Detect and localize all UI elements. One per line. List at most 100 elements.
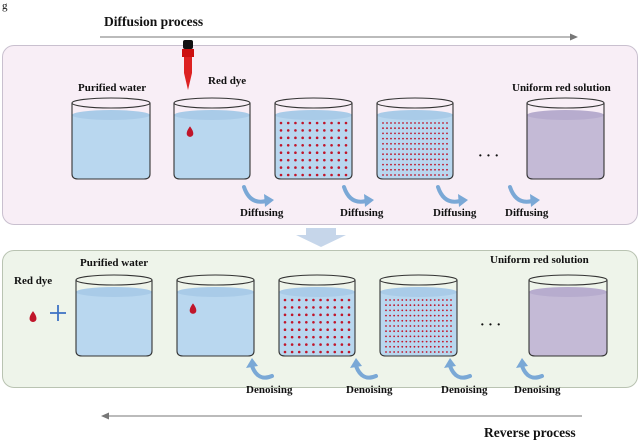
- dye-particle: [430, 174, 432, 176]
- dropper-body: [182, 49, 194, 57]
- dye-particle: [389, 304, 391, 307]
- dye-particle: [406, 153, 408, 156]
- dye-particle: [394, 142, 396, 145]
- dye-particle: [279, 173, 283, 177]
- dye-particle: [347, 298, 351, 302]
- denoising-arrow-2-head: [350, 358, 362, 368]
- dye-particle: [398, 168, 400, 171]
- bottom-beaker-purified-rim: [75, 274, 153, 286]
- dye-particle: [422, 168, 424, 171]
- dye-particle: [340, 320, 344, 324]
- dye-particle: [409, 330, 412, 333]
- dye-particle: [446, 168, 448, 171]
- dye-particle: [386, 142, 388, 145]
- dye-particle: [340, 298, 344, 302]
- dye-particle: [382, 127, 384, 130]
- dye-particle: [402, 148, 404, 150]
- dye-particle: [418, 174, 420, 176]
- dye-particle: [406, 163, 408, 166]
- reverse-process-title: Reverse process: [484, 425, 576, 440]
- dye-particle: [450, 340, 452, 343]
- dye-particle: [414, 137, 416, 140]
- dye-particle: [393, 304, 396, 307]
- dye-particle: [442, 174, 444, 176]
- dye-particle: [413, 345, 416, 348]
- dye-particle: [433, 299, 436, 301]
- dye-particle: [279, 151, 283, 155]
- dye-particle: [414, 132, 416, 135]
- dye-particle: [450, 309, 452, 312]
- dye-particle: [450, 330, 452, 333]
- figure-label: g: [2, 0, 8, 12]
- dye-particle: [446, 319, 448, 322]
- top-beaker-diffusing-1-glass: [274, 103, 353, 180]
- dye-particle: [398, 132, 400, 135]
- dye-particle: [312, 335, 315, 339]
- dye-particle: [301, 151, 304, 155]
- dye-particle: [441, 351, 444, 353]
- dye-particle: [323, 143, 326, 147]
- dye-particle: [337, 151, 341, 155]
- dye-particle: [410, 142, 412, 145]
- dye-particle: [422, 132, 424, 135]
- top-beaker-drop-surface: [174, 110, 250, 120]
- dye-particle: [394, 122, 396, 124]
- dye-particle: [347, 350, 351, 354]
- dye-particle: [389, 345, 391, 348]
- bottom-beaker-uniform-surface-tint: [529, 287, 607, 297]
- dye-particle: [450, 345, 452, 348]
- dye-particle: [315, 158, 319, 162]
- dye-particle: [323, 136, 326, 140]
- dye-particle: [333, 350, 337, 354]
- bottom-beaker-denoising-2-rim: [379, 274, 458, 286]
- dye-particle: [417, 304, 420, 307]
- dye-particle: [421, 340, 424, 343]
- dye-particle: [386, 122, 388, 124]
- diffusion-direction-arrow: [100, 33, 578, 41]
- dye-particle: [401, 319, 404, 322]
- dye-particle: [340, 343, 344, 346]
- dye-particle: [315, 173, 319, 177]
- dye-drop-icon: [189, 303, 197, 314]
- dye-particle: [437, 345, 440, 348]
- denoising-label-3: Denoising: [441, 384, 488, 396]
- dye-particle: [446, 132, 448, 135]
- top-beaker-purified-surface: [72, 110, 150, 120]
- dye-particle: [347, 320, 351, 324]
- dye-particle: [290, 313, 294, 317]
- bottom-beaker-drop-surface: [177, 287, 254, 297]
- dye-particle: [344, 121, 348, 125]
- dye-particle: [279, 129, 283, 132]
- dye-particle: [441, 335, 444, 338]
- dye-particle: [418, 122, 420, 124]
- dye-particle: [279, 143, 283, 147]
- dye-particle: [438, 174, 440, 176]
- dye-particle: [386, 174, 388, 176]
- dye-particle: [429, 340, 432, 343]
- dye-particle: [409, 335, 412, 338]
- dye-particle: [422, 174, 424, 176]
- dye-particle: [333, 343, 337, 346]
- dye-particle: [319, 313, 322, 317]
- dye-particle: [390, 148, 392, 150]
- dye-particle: [402, 132, 404, 135]
- dye-particle: [405, 314, 408, 317]
- dye-particle: [393, 309, 396, 312]
- dye-particle: [401, 325, 404, 327]
- dye-particle: [319, 335, 322, 339]
- dye-particle: [333, 328, 337, 332]
- dye-particle: [385, 345, 387, 348]
- dye-particle: [417, 309, 420, 312]
- dye-particle: [450, 325, 452, 327]
- dye-particle: [417, 319, 420, 322]
- dye-particle: [429, 319, 432, 322]
- dye-particle: [442, 148, 444, 150]
- bottom-beaker-denoising-2-glass: [379, 280, 458, 357]
- dye-particle: [437, 325, 440, 327]
- dye-particle: [337, 121, 341, 125]
- denoising-arrow-3: [448, 364, 472, 380]
- dye-particle: [382, 142, 384, 145]
- dye-particle: [450, 351, 452, 353]
- dye-particle: [294, 121, 297, 125]
- bottom-beaker-denoising-1-surface: [279, 287, 355, 297]
